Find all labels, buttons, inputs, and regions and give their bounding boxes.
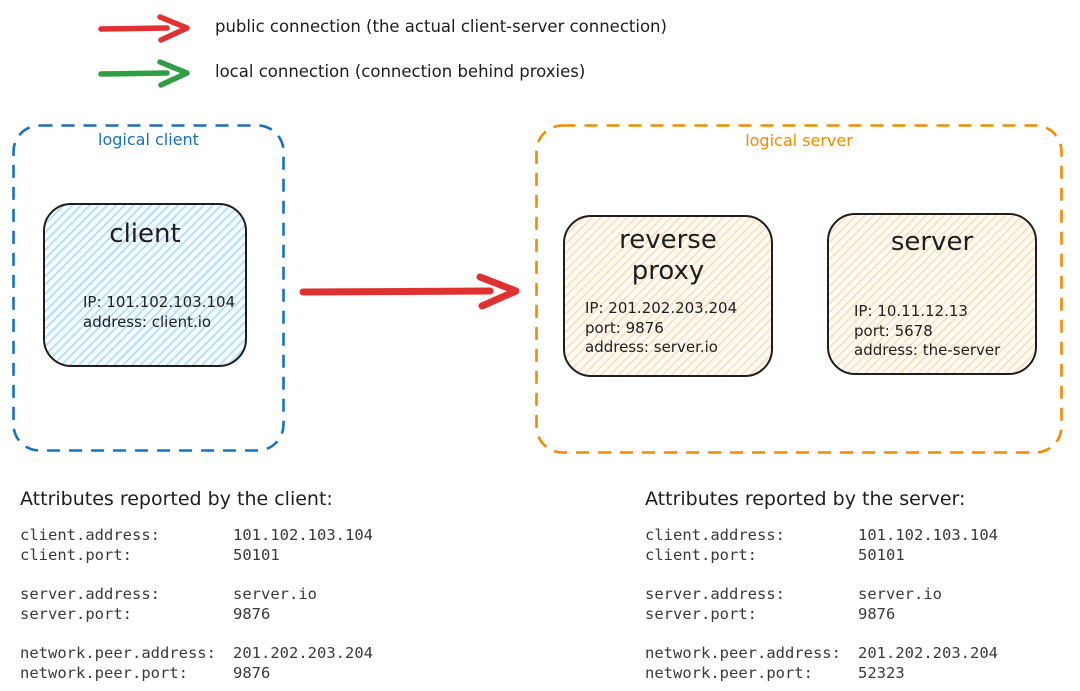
reverse-proxy-detail-line: address: server.io [585,338,718,356]
attr-value: 201.202.203.204 [858,644,998,662]
attr-value: 50101 [233,545,280,564]
client-node: client IP: 101.102.103.104 address: clie… [43,203,247,367]
attr-key: network.peer.address: [20,644,216,662]
attr-value: 52323 [858,663,905,682]
attr-row: server.port: 9876 [20,605,373,625]
attr-key: client.address: [20,526,160,544]
attr-key: server.address: [645,585,785,603]
attr-value: 101.102.103.104 [233,526,373,544]
attr-group: network.peer.address: 201.202.203.204 net… [20,644,373,683]
client-to-server-public-arrow [299,273,520,310]
server-node-detail-line: address: the-server [854,341,1001,359]
client-attributes-title: Attributes reported by the client: [20,488,333,510]
client-node-details: IP: 101.102.103.104 address: client.io [83,293,235,332]
attr-row: client.address: 101.102.103.104 [645,526,998,546]
attr-key: server.port: [20,604,132,623]
attr-value: 201.202.203.204 [233,644,373,662]
attr-row: server.address: server.io [20,585,373,605]
attr-row: server.address: server.io [645,585,998,605]
attr-group: server.address: server.io server.port: 987… [20,585,373,624]
attr-key: server.port: [645,604,757,623]
reverse-proxy-title-line: reverse [619,225,717,255]
reverse-proxy-node: reverse proxy IP: 201.202.203.204 port: … [563,215,773,377]
attr-value: 9876 [233,663,271,682]
attr-group: server.address: server.io server.port: 987… [645,585,998,624]
logical-server-label: logical server [745,131,853,150]
reverse-proxy-detail-line: IP: 201.202.203.204 [585,299,738,317]
attr-row: network.peer.address: 201.202.203.204 [645,644,998,664]
attr-row: client.port: 50101 [645,546,998,566]
attr-group: client.address: 101.102.103.104 client.po… [20,526,373,565]
attr-row: network.peer.address: 201.202.203.204 [20,644,373,664]
attr-key: network.peer.port: [20,663,188,682]
logical-server-border [535,124,1063,454]
attr-row: server.port: 9876 [645,605,998,625]
server-node: server IP: 10.11.12.13 port: 5678 addres… [827,213,1037,375]
attr-key: client.port: [20,545,132,564]
attr-value: server.io [858,585,942,603]
attr-key: network.peer.port: [645,663,813,682]
attr-value: server.io [233,585,317,603]
attr-row: network.peer.port: 52323 [645,664,998,684]
client-attributes-table: client.address: 101.102.103.104 client.po… [20,526,373,683]
legend-local-label: local connection (connection behind prox… [215,62,586,81]
attr-key: network.peer.address: [645,644,841,662]
attr-group: network.peer.address: 201.202.203.204 net… [645,644,998,683]
attr-key: server.address: [20,585,160,603]
reverse-proxy-detail-line: port: 9876 [585,318,664,337]
attr-value: 9876 [233,604,271,623]
client-node-detail-line: address: client.io [83,312,212,331]
attr-row: client.port: 50101 [20,546,373,566]
local-connection-arrow-icon [98,59,190,88]
client-node-title: client [109,219,181,249]
client-node-detail-line: IP: 101.102.103.104 [83,293,236,311]
server-node-details: IP: 10.11.12.13 port: 5678 address: the-… [854,302,1000,361]
legend-public-label: public connection (the actual client-ser… [215,17,667,36]
attr-key: client.port: [645,545,757,564]
client-attributes-section: Attributes reported by the client: clien… [20,487,373,691]
logical-client-label: logical client [98,130,199,149]
reverse-proxy-title-line: proxy [631,256,705,286]
server-node-title: server [890,227,974,257]
attr-group: client.address: 101.102.103.104 client.po… [645,526,998,565]
attr-row: network.peer.port: 9876 [20,664,373,684]
server-attributes-section: Attributes reported by the server: clien… [645,487,998,691]
public-connection-arrow-icon [98,14,190,43]
attr-value: 9876 [858,604,896,623]
server-node-detail-line: port: 5678 [854,321,933,340]
server-node-detail-line: IP: 10.11.12.13 [854,302,968,320]
reverse-proxy-title: reverse proxy [565,217,771,287]
attr-key: client.address: [645,526,785,544]
reverse-proxy-details: IP: 201.202.203.204 port: 9876 address: … [585,299,737,358]
server-attributes-title: Attributes reported by the server: [645,488,966,510]
attr-row: client.address: 101.102.103.104 [20,526,373,546]
server-attributes-table: client.address: 101.102.103.104 client.po… [645,526,998,683]
attr-value: 50101 [858,545,905,564]
attr-value: 101.102.103.104 [858,526,998,544]
